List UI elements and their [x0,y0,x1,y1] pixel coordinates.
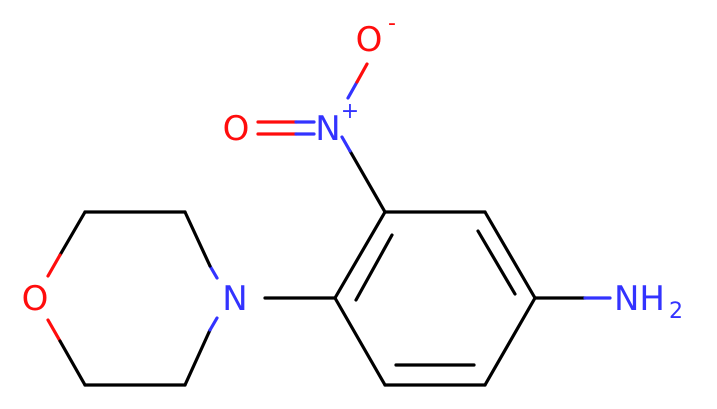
bond-morph-lower-right [183,328,212,387]
bond-nitro-n-segment [340,135,352,153]
charge-nitro-o-minus: - [388,11,396,36]
bond-morph-o-upper-segment [46,253,62,278]
nitro-group-bonds [256,62,369,153]
charge-nitro-n-plus: + [341,99,359,124]
bond-morph-upper-left [58,210,87,257]
bond-morph-o-lower-segment [46,318,62,343]
bond-ring-c2-c1 [483,210,537,300]
bond-morph-n-upper-segment [208,264,219,280]
atom-nitro-o-double: O [223,109,250,149]
bond-ring-c1-c6 [483,296,537,387]
bond-morph-lower-left [58,339,87,387]
atom-morpholine-o: O [22,279,49,319]
bond-nitro-single-n [346,80,359,100]
atom-amine-subscript: 2 [669,299,683,324]
morpholine-ring [46,210,219,387]
atom-amine-nh: NH [614,279,665,319]
bond-ring-c4-c3 [333,210,387,300]
bond-ring-double-inner-left [354,233,394,302]
bond-ring-double-inner-right [476,229,517,296]
atom-nitro-o-minus: O [356,20,383,60]
bond-morph-n-lower-segment [208,316,219,332]
atom-morpholine-n: N [222,279,247,319]
atom-nitro-n: N [315,109,340,149]
bond-morph-upper-right [183,210,212,268]
benzene-ring [333,210,537,387]
bond-nitro-single-o [355,62,369,84]
bond-ring-c5-c4 [333,296,387,387]
bond-ring-to-nitro-n [348,149,387,214]
